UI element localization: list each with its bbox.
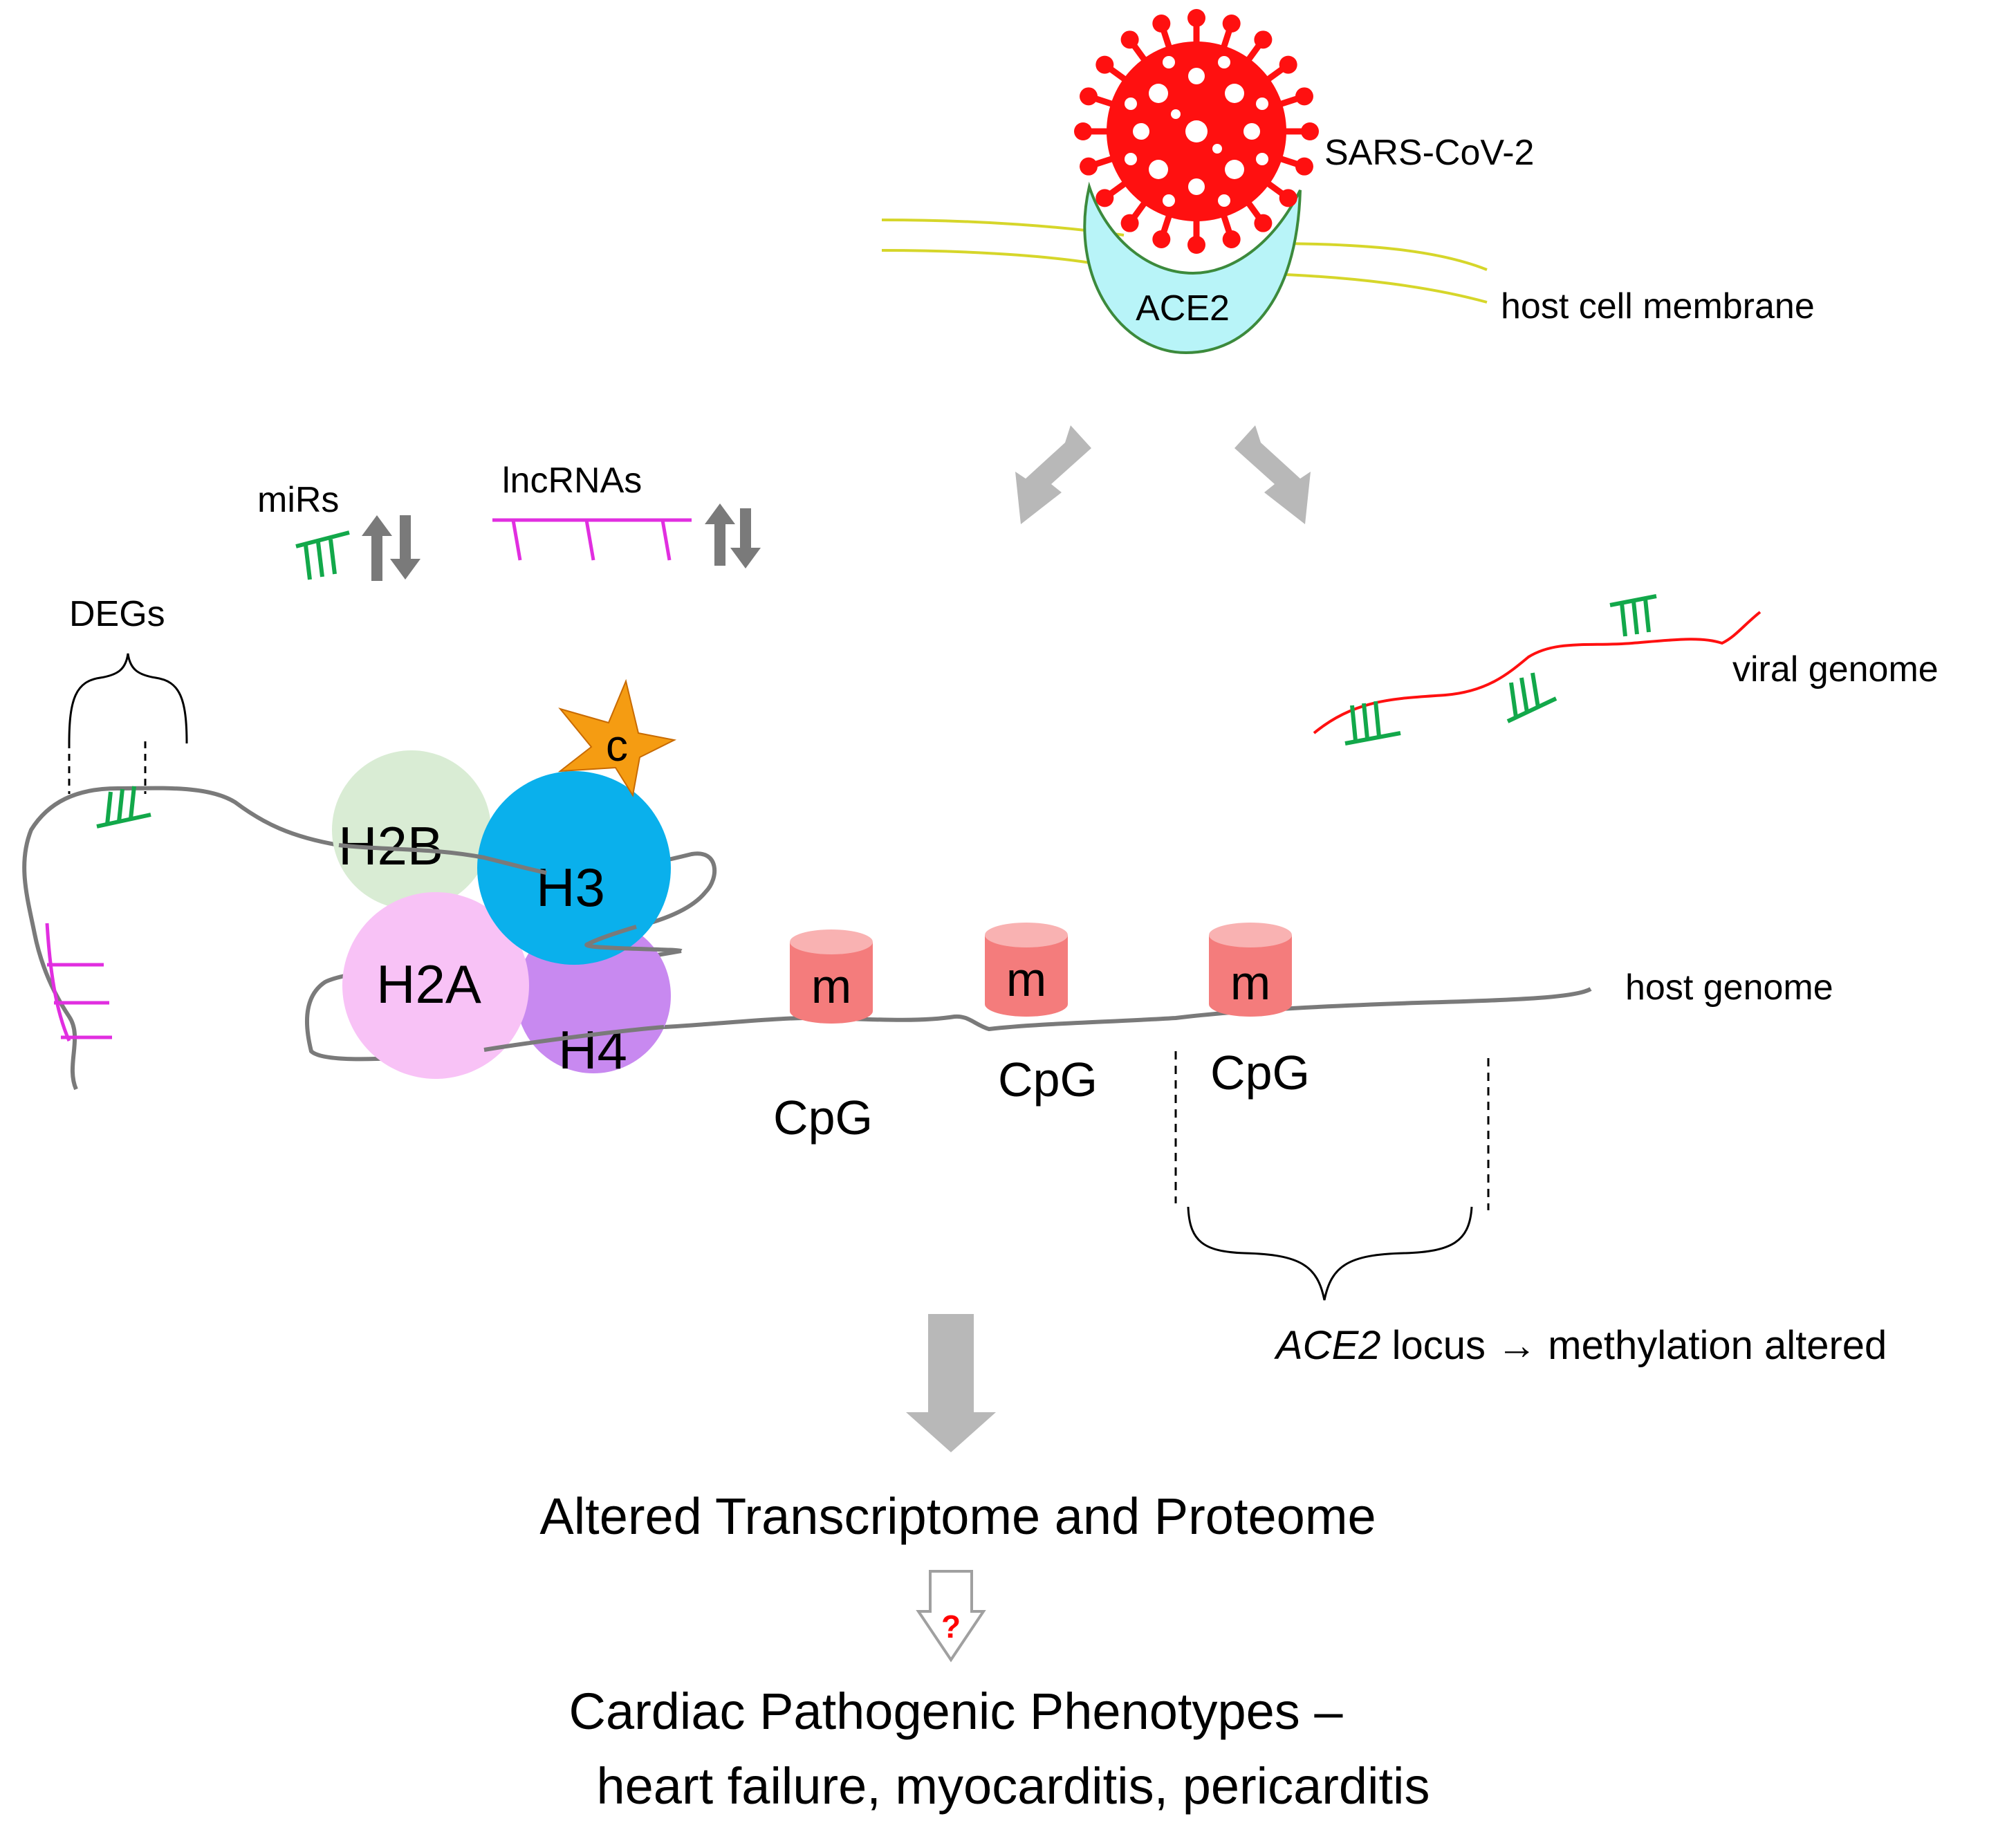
membrane-label: host cell membrane xyxy=(1501,286,1815,326)
question-mark: ? xyxy=(941,1609,961,1645)
lncrnas-label: lncRNAs xyxy=(502,461,642,501)
nucleosome: H2B H3 H2A H4 xyxy=(332,750,671,1080)
host-genome-label: host genome xyxy=(1625,968,1833,1008)
result-text: Altered Transcriptome and Proteome xyxy=(539,1488,1376,1545)
methyl-label-1: m xyxy=(811,959,851,1013)
histone-h3-label: H3 xyxy=(536,857,605,918)
degs-mirna-icon xyxy=(96,786,151,829)
locus-dashes xyxy=(1174,1051,1490,1210)
phenotypes-line1: Cardiac Pathogenic Phenotypes – xyxy=(569,1683,1344,1740)
virus-label: SARS-CoV-2 xyxy=(1324,133,1534,173)
ace2-label: ACE2 xyxy=(1136,288,1230,329)
arrow-down-icon xyxy=(906,1314,996,1452)
viral-genome-strand xyxy=(1313,611,1761,734)
histone-h3 xyxy=(477,771,671,965)
cpg-label-3: CpG xyxy=(1210,1046,1310,1100)
methyl-label-2: m xyxy=(1006,952,1046,1006)
degs-bracket xyxy=(68,653,188,744)
host-genome-wrap xyxy=(338,843,683,1052)
cpg-label-2: CpG xyxy=(998,1053,1098,1107)
genome-lncrna-icon xyxy=(45,923,112,1042)
viral-mirna-icons xyxy=(1344,594,1657,746)
viral-genome-label: viral genome xyxy=(1732,649,1939,690)
cpg-label-1: CpG xyxy=(773,1091,873,1145)
histone-h2b xyxy=(332,750,491,909)
arrow-left-down-icon xyxy=(1015,425,1091,524)
lncrna-icon xyxy=(492,518,692,561)
locus-bracket xyxy=(1187,1206,1473,1301)
methyl-mark-3: m xyxy=(1209,923,1292,1017)
histone-h2a-label: H2A xyxy=(376,954,481,1015)
methyl-label-3: m xyxy=(1230,956,1270,1010)
arrow-right-down-icon xyxy=(1234,425,1311,524)
phenotypes-line2: heart failure, myocarditis, pericarditis xyxy=(597,1757,1430,1815)
mirna-icon xyxy=(295,530,350,580)
question-arrow-icon: ? xyxy=(916,1570,986,1663)
degs-label: DEGs xyxy=(69,594,165,634)
ace2-receptor: ACE2 xyxy=(1083,181,1302,355)
acetyl-star-icon: c xyxy=(557,678,677,797)
mirs-label: miRs xyxy=(257,480,339,520)
histone-h2a xyxy=(342,892,529,1079)
histone-h4-label: H4 xyxy=(558,1019,627,1080)
methyl-mark-1: m xyxy=(790,929,873,1024)
locus-label: ACE2 locus → methylation altered xyxy=(1274,1323,1887,1368)
mirs-updown-icon xyxy=(362,515,420,581)
host-genome-strand xyxy=(22,786,1592,1091)
virus-icon xyxy=(1074,9,1319,254)
lncrnas-updown-icon xyxy=(705,503,761,568)
methyl-mark-2: m xyxy=(985,923,1068,1017)
degs-dashes xyxy=(68,741,147,794)
acetyl-label: c xyxy=(606,721,628,770)
